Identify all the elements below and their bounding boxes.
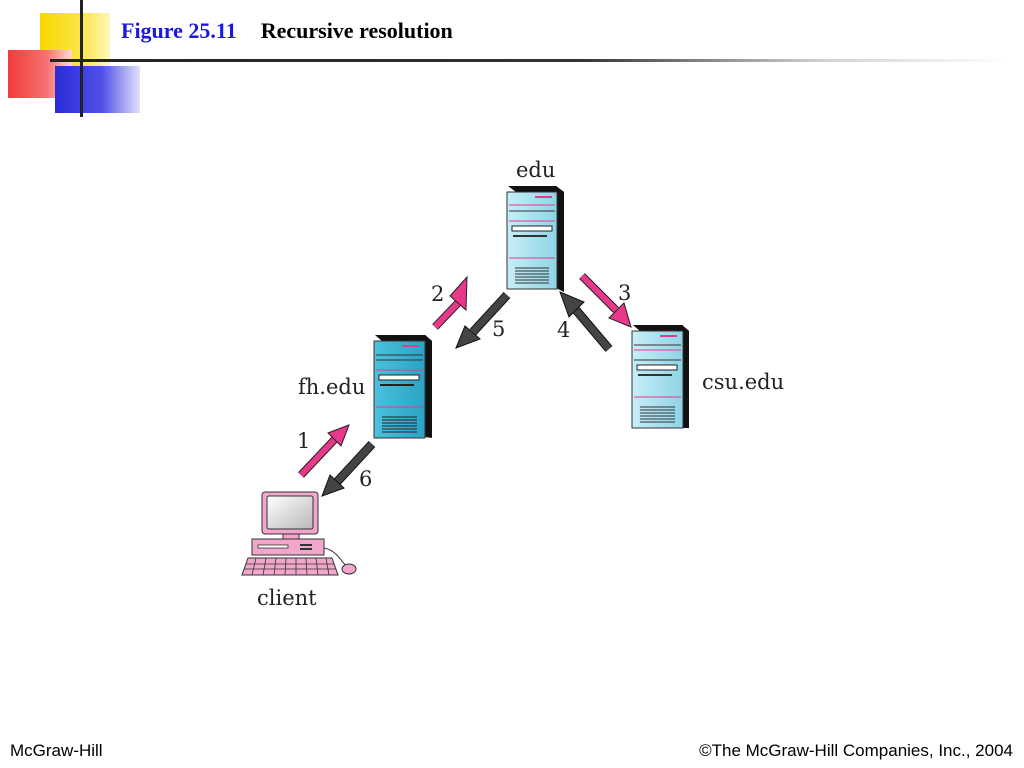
footer-copyright: ©The McGraw-Hill Companies, Inc., 2004: [699, 741, 1013, 760]
arrow-step-6: [321, 440, 376, 497]
edu-label: edu: [516, 158, 555, 182]
arrow-step-4: [559, 291, 613, 352]
figure-title: Recursive resolution: [260, 18, 453, 43]
figure-number: Figure 25.11: [121, 18, 237, 43]
arrow-step-3: [579, 273, 632, 328]
corner-blue-block: [55, 66, 140, 113]
client-label: client: [257, 586, 317, 610]
fh-edu-label: fh.edu: [298, 375, 365, 399]
title-underline: [50, 59, 1010, 62]
fh-edu-server-icon: [373, 335, 432, 439]
arrow-step-1: [298, 424, 350, 478]
csu-edu-label: csu.edu: [702, 370, 784, 394]
step-4-label: 4: [557, 318, 570, 342]
slide-title: Figure 25.11 Recursive resolution: [121, 18, 453, 44]
step-2-label: 2: [431, 282, 444, 306]
csu-edu-server-icon: [631, 325, 689, 429]
step-3-label: 3: [618, 281, 631, 305]
step-1-label: 1: [297, 429, 310, 453]
step-6-label: 6: [359, 467, 372, 491]
client-computer-icon: [241, 491, 357, 576]
arrow-step-5: [455, 291, 511, 349]
edu-server-icon: [506, 186, 564, 292]
footer-publisher: McGraw-Hill: [10, 741, 103, 760]
corner-vertical-rule: [80, 0, 83, 117]
step-5-label: 5: [492, 317, 505, 341]
arrow-step-2: [432, 275, 468, 330]
